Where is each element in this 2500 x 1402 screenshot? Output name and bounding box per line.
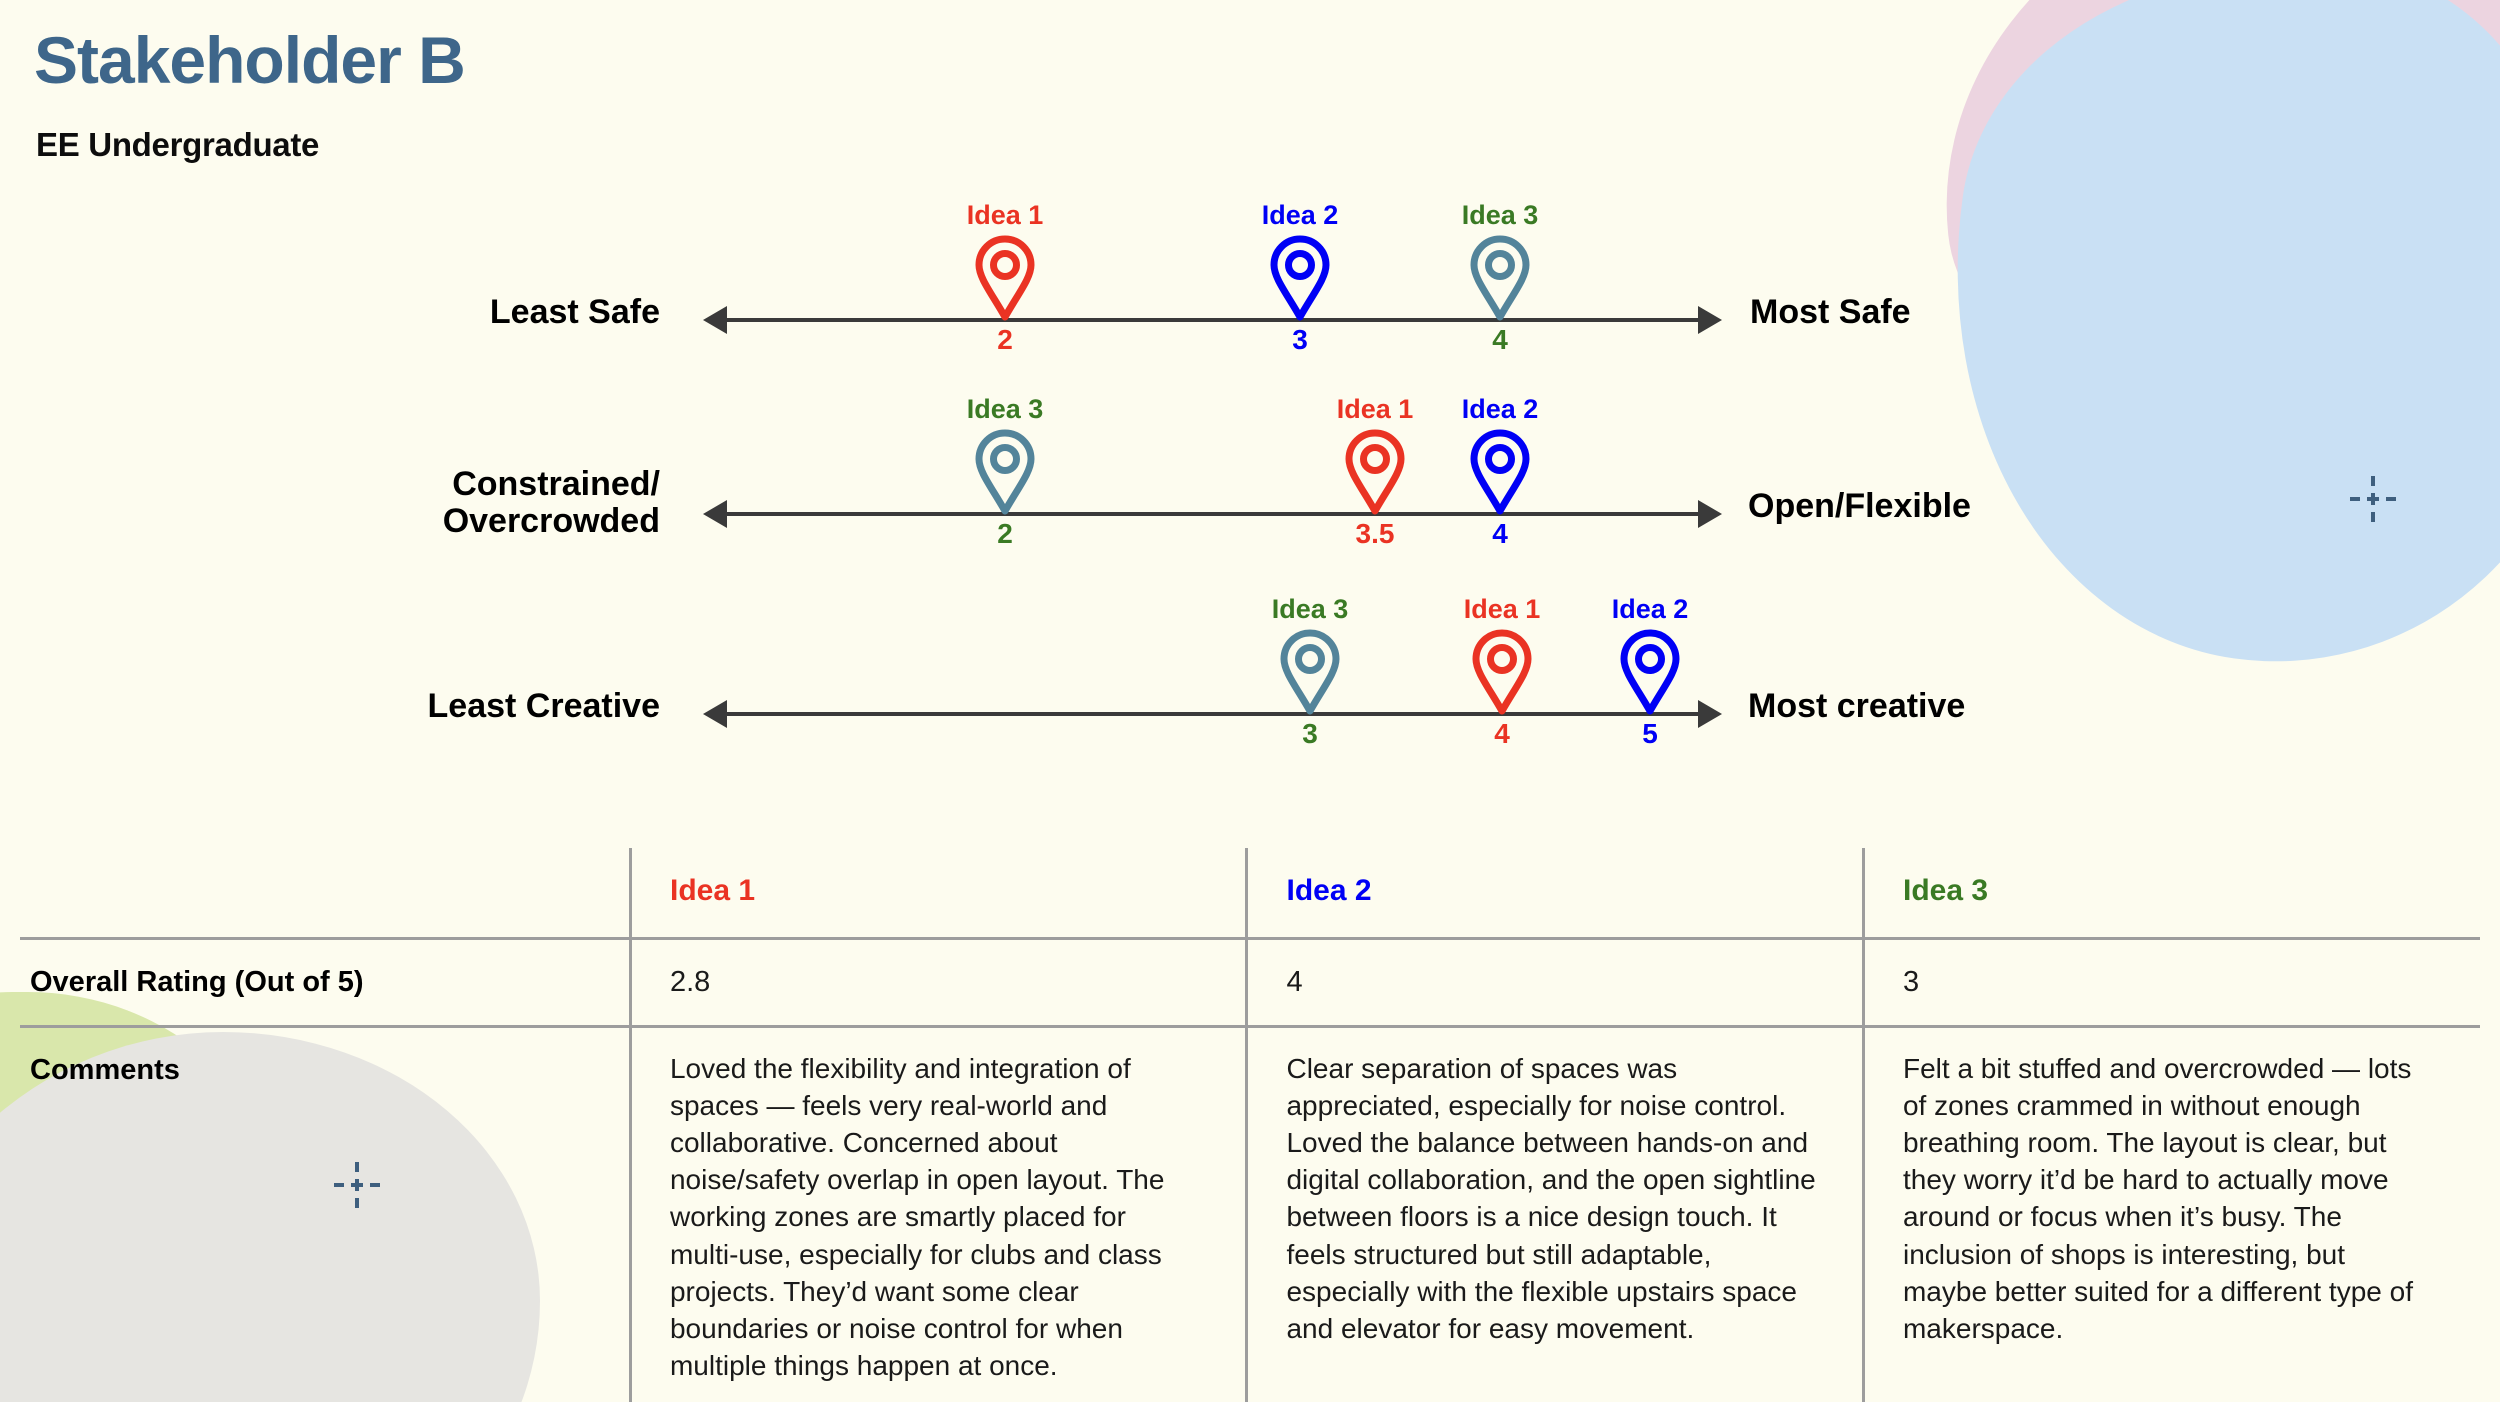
axis-line-openness [725,512,1700,516]
map-pin-icon [1472,629,1532,715]
axis-arrow-left-creativity [703,700,727,728]
scale-marker-openness-idea-1: Idea 1 3.5 [1337,394,1414,549]
axis-line-creativity [725,712,1700,716]
map-pin-icon [1270,235,1330,321]
rating-idea-1: 2.8 [628,938,1247,1028]
crosshair-plus-horizontal [2367,497,2379,501]
marker-label: Idea 3 [966,394,1044,424]
table-row-comments: Comments Loved the flexibility and integ… [20,1026,2480,1402]
marker-value: 4 [1492,518,1508,549]
table-body: Overall Rating (Out of 5) 2.8 4 3 Commen… [20,938,2480,1402]
rating-idea-3: 3 [1861,938,2480,1028]
table-header: Idea 1 Idea 2 Idea 3 [20,848,2480,940]
axis-arrow-right-creativity [1698,700,1722,728]
crosshair-tick-right [2386,497,2396,501]
marker-label: Idea 2 [1461,394,1539,424]
feedback-table: Idea 1 Idea 2 Idea 3 Overall Rating (Out… [20,848,2480,1402]
scale-marker-openness-idea-3: Idea 3 2 [967,394,1044,549]
scale-marker-creativity-idea-1: Idea 1 4 [1464,594,1541,749]
scale-marker-safety-idea-1: Idea 1 2 [967,200,1044,355]
map-pin-icon [975,429,1035,515]
table-header-idea-1: Idea 1 [628,848,1247,940]
scale-marker-creativity-idea-3: Idea 3 3 [1272,594,1349,749]
axis-label-right-creativity: Most creative [1748,687,1966,725]
axis-label-right-safety: Most Safe [1750,293,1911,331]
scale-marker-creativity-idea-2: Idea 2 5 [1612,594,1689,749]
marker-value: 2 [997,518,1013,549]
axis-arrow-right-openness [1698,500,1722,528]
axis-label-left-safety: Least Safe [489,293,660,331]
marker-label: Idea 1 [1336,394,1414,424]
axis-arrow-left-openness [703,500,727,528]
crosshair-tick-up [2371,476,2375,486]
marker-value: 5 [1642,718,1658,749]
comment-idea-1: Loved the flexibility and integration of… [628,1026,1247,1402]
marker-value: 4 [1494,718,1510,749]
marker-value: 3 [1292,324,1308,355]
marker-label: Idea 2 [1261,200,1339,230]
marker-value: 2 [997,324,1013,355]
axis-label-right-openness: Open/Flexible [1748,487,1971,525]
table-header-row: Idea 1 Idea 2 Idea 3 [20,848,2480,940]
map-pin-icon [975,235,1035,321]
map-pin-icon [1470,235,1530,321]
marker-value: 3 [1302,718,1318,749]
scale-marker-safety-idea-3: Idea 3 4 [1462,200,1539,355]
marker-label: Idea 3 [1461,200,1539,230]
marker-value: 4 [1492,324,1508,355]
scale-marker-safety-idea-2: Idea 2 3 [1262,200,1339,355]
comment-idea-2: Clear separation of spaces was appreciat… [1245,1026,1864,1402]
axis-line-safety [725,318,1700,322]
axis-label-left-creativity: Least Creative [427,687,660,725]
map-pin-icon [1620,629,1680,715]
table-header-idea-2: Idea 2 [1245,848,1864,940]
row-label-overall-rating: Overall Rating (Out of 5) [20,938,631,1028]
page-title: Stakeholder B [34,23,466,97]
axis-label-left-openness: Constrained/ Overcrowded [442,465,660,540]
map-pin-icon [1345,429,1405,515]
marker-label: Idea 1 [966,200,1044,230]
row-label-comments: Comments [20,1026,631,1402]
scale-marker-openness-idea-2: Idea 2 4 [1462,394,1539,549]
map-pin-icon [1470,429,1530,515]
table-header-idea-3: Idea 3 [1861,848,2480,940]
marker-label: Idea 2 [1611,594,1689,624]
map-pin-icon [1280,629,1340,715]
rating-idea-2: 4 [1245,938,1864,1028]
marker-label: Idea 3 [1271,594,1349,624]
axis-arrow-left-safety [703,306,727,334]
registration-crosshair-icon [2350,476,2396,522]
table-header-blank [20,848,631,940]
page-subtitle: EE Undergraduate [36,126,320,163]
axis-arrow-right-safety [1698,306,1722,334]
crosshair-tick-down [2371,512,2375,522]
comment-idea-3: Felt a bit stuffed and overcrowded — lot… [1861,1026,2480,1402]
table-row-overall-rating: Overall Rating (Out of 5) 2.8 4 3 [20,938,2480,1028]
marker-value: 3.5 [1355,518,1395,549]
crosshair-tick-left [2350,497,2360,501]
marker-label: Idea 1 [1463,594,1541,624]
